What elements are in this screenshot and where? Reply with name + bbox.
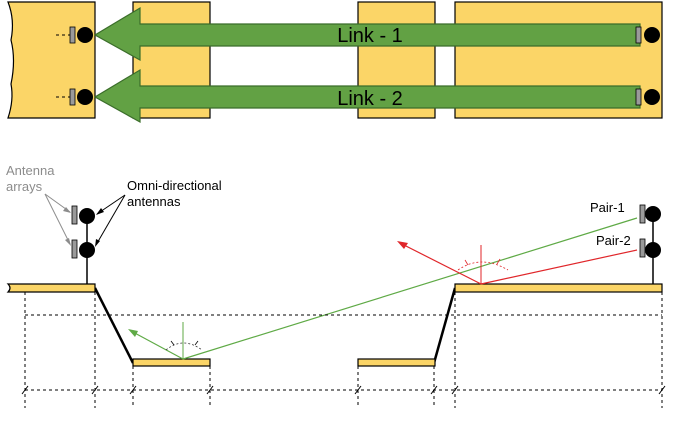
red-angle-arc bbox=[457, 261, 509, 271]
omni-pointer-2 bbox=[95, 194, 126, 246]
pair-2-antenna-array bbox=[639, 238, 646, 258]
antenna-arrays-pointer-2 bbox=[44, 193, 71, 245]
pair-1-label: Pair-1 bbox=[590, 200, 625, 215]
omni-arrowhead-1 bbox=[96, 208, 104, 215]
green-angle-arc bbox=[165, 342, 203, 351]
green-angle-tick-1 bbox=[170, 340, 175, 346]
pair-1-antenna-array bbox=[639, 204, 646, 224]
pair-1-omni-antenna bbox=[645, 206, 661, 222]
link-2-label: Link - 2 bbox=[337, 88, 403, 110]
link-1-label: Link - 1 bbox=[337, 25, 403, 47]
side-antenna-array-2 bbox=[71, 239, 78, 259]
side-omni-antenna-2 bbox=[79, 242, 95, 258]
green-angle-tick-2 bbox=[194, 340, 199, 346]
antenna-arrays-arrowhead-1 bbox=[63, 207, 71, 213]
left-antenna-array-1 bbox=[69, 26, 76, 44]
top-view: Link - 1 Link - 2 bbox=[7, 1, 663, 124]
omni-arrowhead-2 bbox=[95, 239, 100, 247]
low-platform-b bbox=[357, 358, 436, 367]
green-path-incident bbox=[182, 217, 638, 360]
right-slope bbox=[432, 287, 457, 364]
link-2-arrow bbox=[93, 68, 641, 124]
red-angle-tick-2 bbox=[496, 258, 501, 265]
side-view: Antenna arrays Omni-directional antennas… bbox=[6, 163, 666, 408]
side-antenna-array-1 bbox=[71, 205, 78, 225]
antenna-arrays-label: Antenna arrays bbox=[6, 163, 58, 194]
red-angle-tick-1 bbox=[464, 259, 469, 266]
dimension-guides bbox=[24, 292, 663, 408]
red-path-reflected bbox=[399, 242, 482, 285]
left-slope bbox=[93, 287, 135, 364]
right-antenna-array-1 bbox=[635, 26, 642, 44]
link-1-arrow bbox=[93, 6, 641, 62]
red-path-arrowhead bbox=[397, 241, 408, 249]
green-path-reflected bbox=[130, 330, 184, 360]
low-platform-a bbox=[132, 358, 211, 367]
antenna-arrays-arrowhead-2 bbox=[65, 238, 71, 246]
red-path-incident bbox=[480, 249, 638, 285]
omni-directional-label: Omni-directional antennas bbox=[127, 178, 225, 209]
side-omni-antenna-1 bbox=[79, 208, 95, 224]
left-antenna-array-2 bbox=[69, 88, 76, 106]
dimension-ticks bbox=[21, 385, 666, 395]
right-omni-antenna-2 bbox=[644, 89, 660, 105]
left-platform bbox=[6, 283, 96, 293]
right-antenna-array-2 bbox=[635, 88, 642, 106]
pair-2-label: Pair-2 bbox=[596, 233, 631, 248]
right-platform bbox=[454, 283, 663, 293]
left-omni-antenna-1 bbox=[77, 27, 93, 43]
green-path-arrowhead bbox=[128, 329, 138, 337]
left-omni-antenna-2 bbox=[77, 89, 93, 105]
pair-2-omni-antenna bbox=[645, 242, 661, 258]
right-omni-antenna-1 bbox=[644, 27, 660, 43]
